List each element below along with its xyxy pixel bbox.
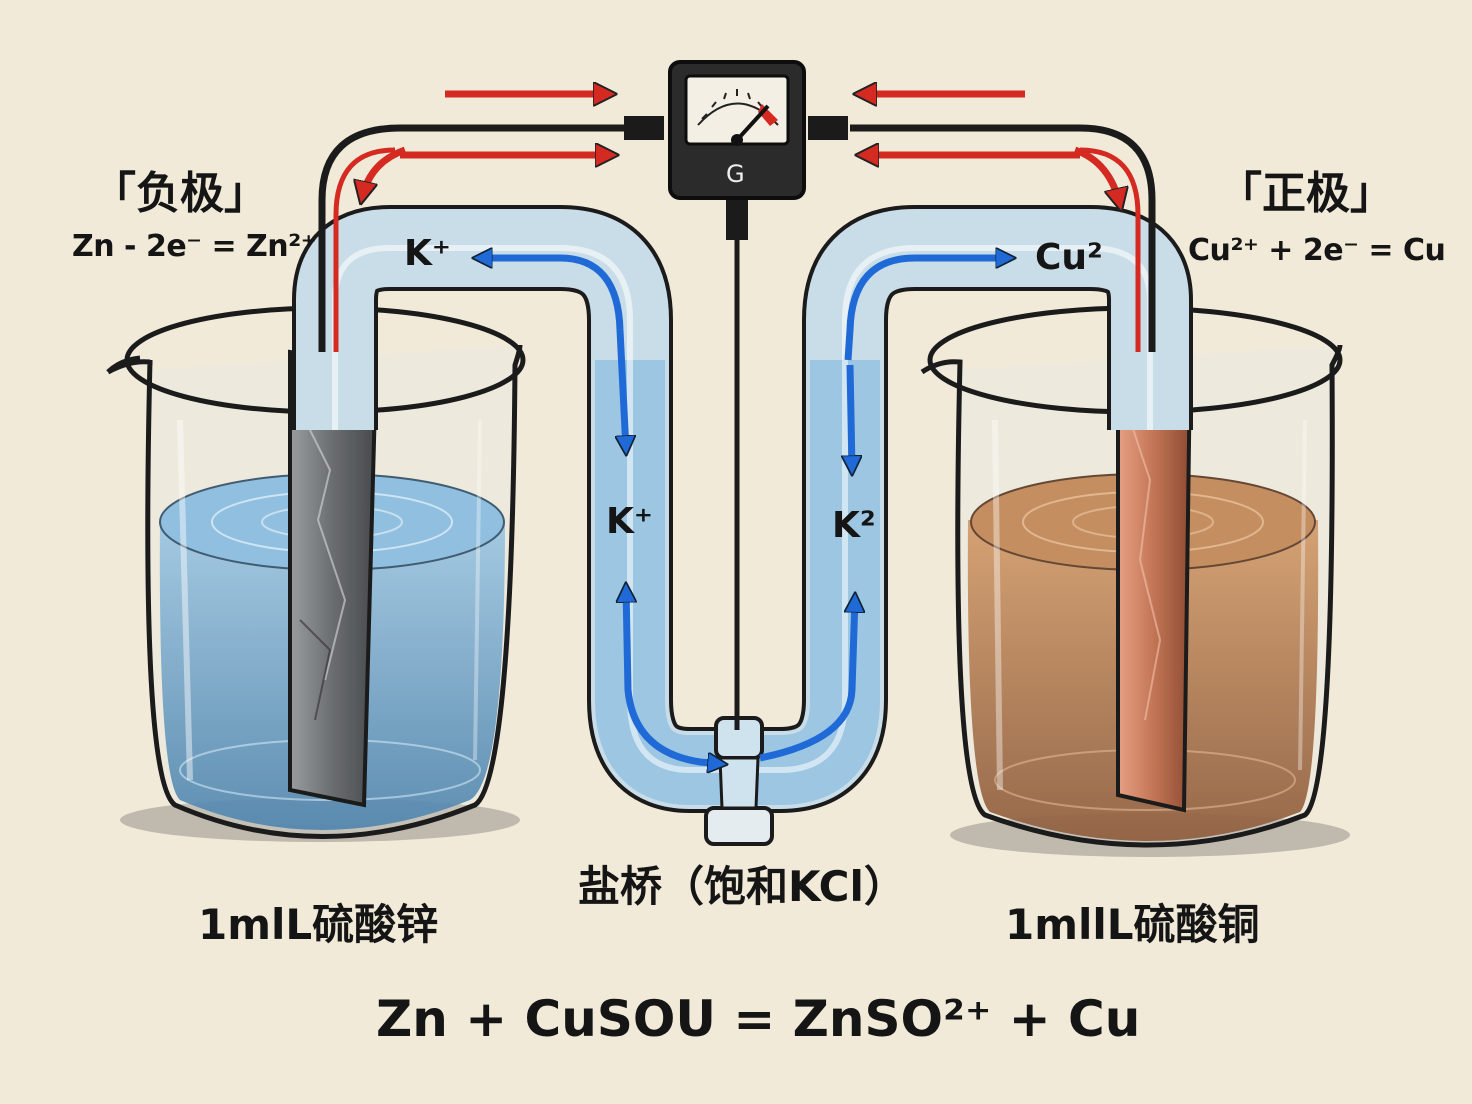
external-circuit-wire: [318, 116, 1156, 730]
anode-half-reaction: Zn - 2e⁻ = Zn²⁺: [72, 229, 317, 264]
ion-arrow: [844, 258, 1010, 361]
ion-label-mid-left: K⁺: [606, 501, 653, 542]
galvanometer: [668, 60, 806, 200]
ion-arrow: [759, 598, 855, 762]
ion-label-top-right: Cu²: [1035, 237, 1103, 278]
galvanometer-label: G: [726, 160, 745, 188]
electron-arrow: [1073, 146, 1120, 205]
zinc-beaker: [106, 305, 526, 842]
ion-flow-arrows: [478, 258, 1010, 764]
overall-equation: Zn + CuSOU = ZnSO²⁺ + Cu: [376, 990, 1141, 1048]
ion-arrow: [478, 258, 626, 450]
galvanometer-needle: [735, 104, 770, 142]
copper-solution-label: 1mllL硫酸铜: [1005, 900, 1260, 949]
copper-beaker: [920, 305, 1350, 857]
cathode-half-reaction: Cu²⁺ + 2e⁻ = Cu: [1188, 233, 1446, 268]
salt-bridge-label: 盐桥（饱和KCl）: [578, 862, 906, 911]
electron-arrow: [362, 146, 407, 198]
anode-title: 「负极」: [92, 168, 268, 219]
galvanometer-dial: [684, 74, 790, 146]
cathode-title: 「正极」: [1218, 168, 1394, 219]
ion-label-top-left: K⁺: [404, 233, 451, 274]
electron-flow-arrows: [362, 94, 1120, 205]
ion-label-mid-right: K²: [832, 505, 876, 546]
ion-arrow: [850, 364, 852, 470]
zinc-solution-label: 1mlL硫酸锌: [198, 900, 439, 949]
ion-arrow: [626, 588, 722, 764]
